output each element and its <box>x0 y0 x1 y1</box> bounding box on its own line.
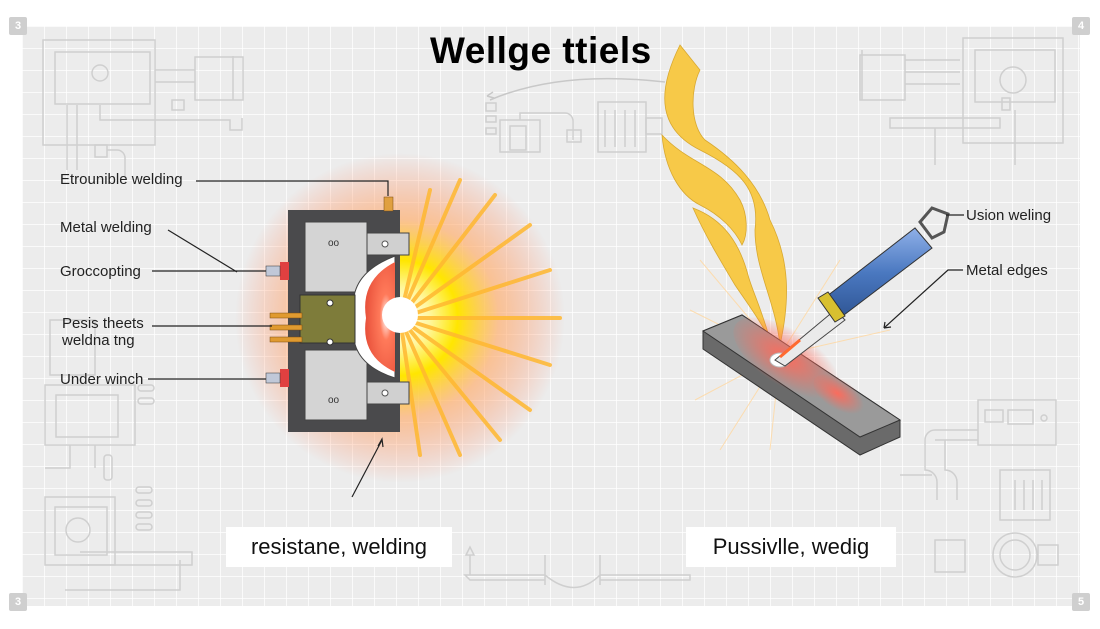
label-under-winch: Under winch <box>60 371 144 388</box>
torch-handle <box>918 206 950 240</box>
corner-marker-top-left: 3 <box>9 17 27 35</box>
leader-lines-right <box>883 214 964 329</box>
caption-fusion-welding: Pussivlle, wedig <box>686 527 896 567</box>
label-usion-weling: Usion weling <box>966 207 1052 224</box>
svg-text:oo: oo <box>328 395 340 406</box>
label-pesis-line2: weldna tng <box>62 332 135 349</box>
label-etrounible-welding: Etrounible welding <box>60 171 183 188</box>
spark-core <box>382 297 418 333</box>
caption-resistance-welding: resistane, welding <box>226 527 452 567</box>
label-metal-welding: Metal welding <box>60 219 152 236</box>
svg-text:oo: oo <box>328 238 340 249</box>
page-title: Wellge ttiels <box>430 30 652 71</box>
corner-marker-bottom-right: 5 <box>1072 593 1090 611</box>
torch-body <box>821 227 933 319</box>
label-groccopting: Groccopting <box>60 263 141 280</box>
background-schematic <box>42 37 1064 591</box>
leader-lines-left <box>148 180 389 498</box>
label-metal-edges: Metal edges <box>966 262 1048 279</box>
resistance-welder-illustration: oo oo <box>235 153 565 483</box>
fusion-welder-illustration <box>661 44 950 456</box>
spark-rays <box>398 178 562 457</box>
label-pesis-line1: Pesis theets <box>62 315 144 332</box>
corner-marker-bottom-left: 3 <box>9 593 27 611</box>
corner-marker-top-right: 4 <box>1072 17 1090 35</box>
